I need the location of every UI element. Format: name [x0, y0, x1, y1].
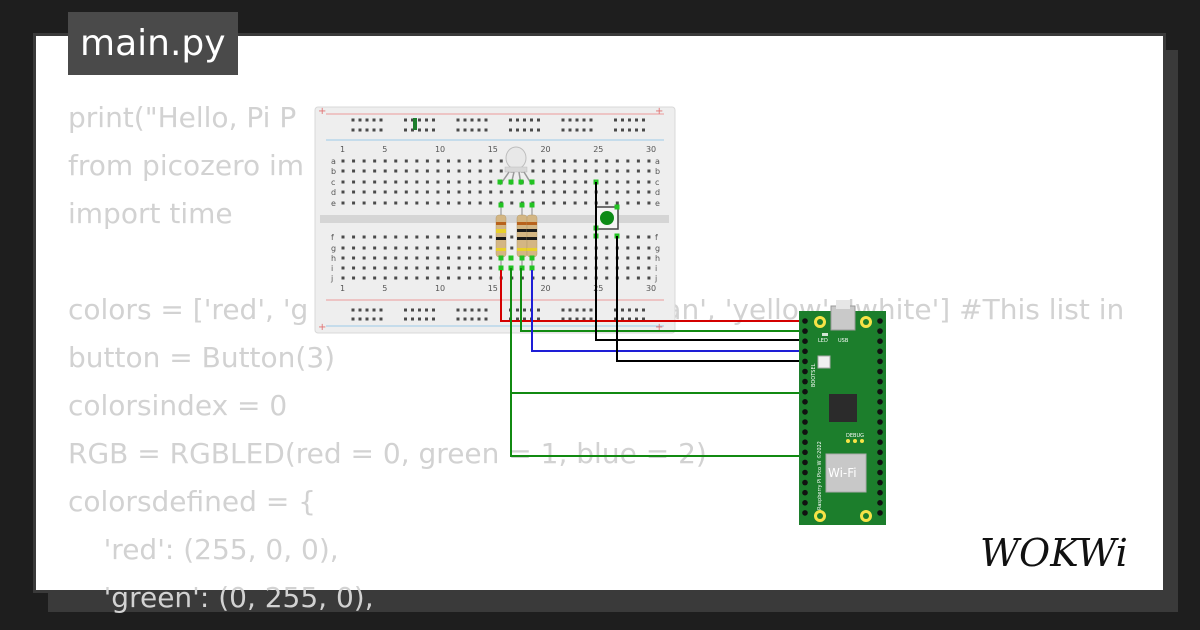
- row-label-right: h: [655, 254, 660, 263]
- code-line-8: RGB = RGBLED(red = 0, green = 1, blue = …: [68, 437, 707, 470]
- code-line-3: import time: [68, 197, 233, 230]
- svg-text:+: +: [655, 322, 663, 333]
- row-label-left: g: [331, 244, 336, 253]
- svg-text:WOKWi: WOKWi: [980, 531, 1128, 575]
- file-tab[interactable]: main.py: [68, 12, 238, 75]
- wire-red: [500, 270, 808, 322]
- col-label-top: 25: [593, 145, 603, 154]
- label-usb: USB: [838, 338, 849, 344]
- col-label-top: 10: [435, 145, 445, 154]
- bootsel-button: [817, 355, 831, 369]
- row-label-right: e: [655, 199, 660, 208]
- rp2040-chip: [829, 394, 857, 422]
- col-label-bottom: 20: [540, 284, 550, 293]
- svg-text:+: +: [655, 106, 663, 117]
- label-led: LED: [818, 338, 828, 344]
- row-label-right: g: [655, 244, 660, 253]
- col-label-top: 20: [540, 145, 550, 154]
- col-label-top: 15: [488, 145, 498, 154]
- col-label-bottom: 15: [488, 284, 498, 293]
- pico-pins: [802, 318, 883, 516]
- label-wifi: Wi-Fi: [828, 466, 857, 480]
- row-label-right: f: [655, 233, 658, 242]
- row-label-left: e: [331, 199, 336, 208]
- wokwi-logo: WOKWi: [980, 531, 1128, 575]
- code-line-11: 'green': (0, 255, 0),: [68, 581, 374, 614]
- label-debug: DEBUG: [846, 433, 864, 439]
- col-label-top: 1: [340, 145, 345, 154]
- code-line-1: print("Hello, Pi P: [68, 101, 297, 134]
- col-label-bottom: 5: [382, 284, 387, 293]
- row-label-right: a: [655, 157, 660, 166]
- row-label-left: a: [331, 157, 336, 166]
- col-label-top: 30: [646, 145, 656, 154]
- code-line-2: from picozero im: [68, 149, 305, 182]
- push-button[interactable]: [595, 206, 619, 230]
- svg-text:+: +: [318, 322, 326, 333]
- wires: [500, 182, 808, 457]
- code-line-7: colorsindex = 0: [68, 389, 288, 422]
- row-label-left: c: [331, 178, 335, 187]
- row-label-right: j: [654, 274, 657, 283]
- wire-green: [520, 268, 808, 332]
- svg-text:+: +: [318, 106, 326, 117]
- row-label-left: i: [331, 264, 333, 273]
- wire-blue: [531, 270, 808, 352]
- col-label-bottom: 1: [340, 284, 345, 293]
- row-label-left: h: [331, 254, 336, 263]
- code-line-6: button = Button(3): [68, 341, 336, 374]
- code-line-10: 'red': (255, 0, 0),: [68, 533, 339, 566]
- code-line-9: colorsdefined = {: [68, 485, 316, 518]
- wire-green-2: [510, 393, 808, 457]
- row-label-right: i: [655, 264, 657, 273]
- code-editor[interactable]: print("Hello, Pi P from picozero im impo…: [68, 94, 1134, 614]
- col-label-bottom: 10: [435, 284, 445, 293]
- led-indicator: [822, 333, 828, 336]
- col-label-top: 5: [382, 145, 387, 154]
- row-label-left: b: [331, 167, 336, 176]
- label-bootsel: BOOTSEL: [811, 363, 817, 387]
- label-model: Raspberry Pi Pico W ©2022: [816, 441, 823, 510]
- wifi-module: [825, 453, 867, 493]
- row-label-left: f: [331, 233, 334, 242]
- row-label-right: d: [655, 188, 660, 197]
- row-label-right: b: [655, 167, 660, 176]
- usb-port: [830, 305, 856, 331]
- resistor-red-channel[interactable]: [495, 205, 507, 268]
- wire-black-2: [616, 236, 808, 362]
- raspberry-pi-pico-w[interactable]: LED USB BOOTSEL DEBUG Raspberry Pi Pico …: [799, 300, 886, 525]
- row-label-left: d: [331, 188, 336, 197]
- wire-black-1: [595, 182, 808, 341]
- row-label-left: j: [330, 274, 333, 283]
- col-label-bottom: 30: [646, 284, 656, 293]
- col-label-bottom: 25: [593, 284, 603, 293]
- row-label-right: c: [655, 178, 659, 187]
